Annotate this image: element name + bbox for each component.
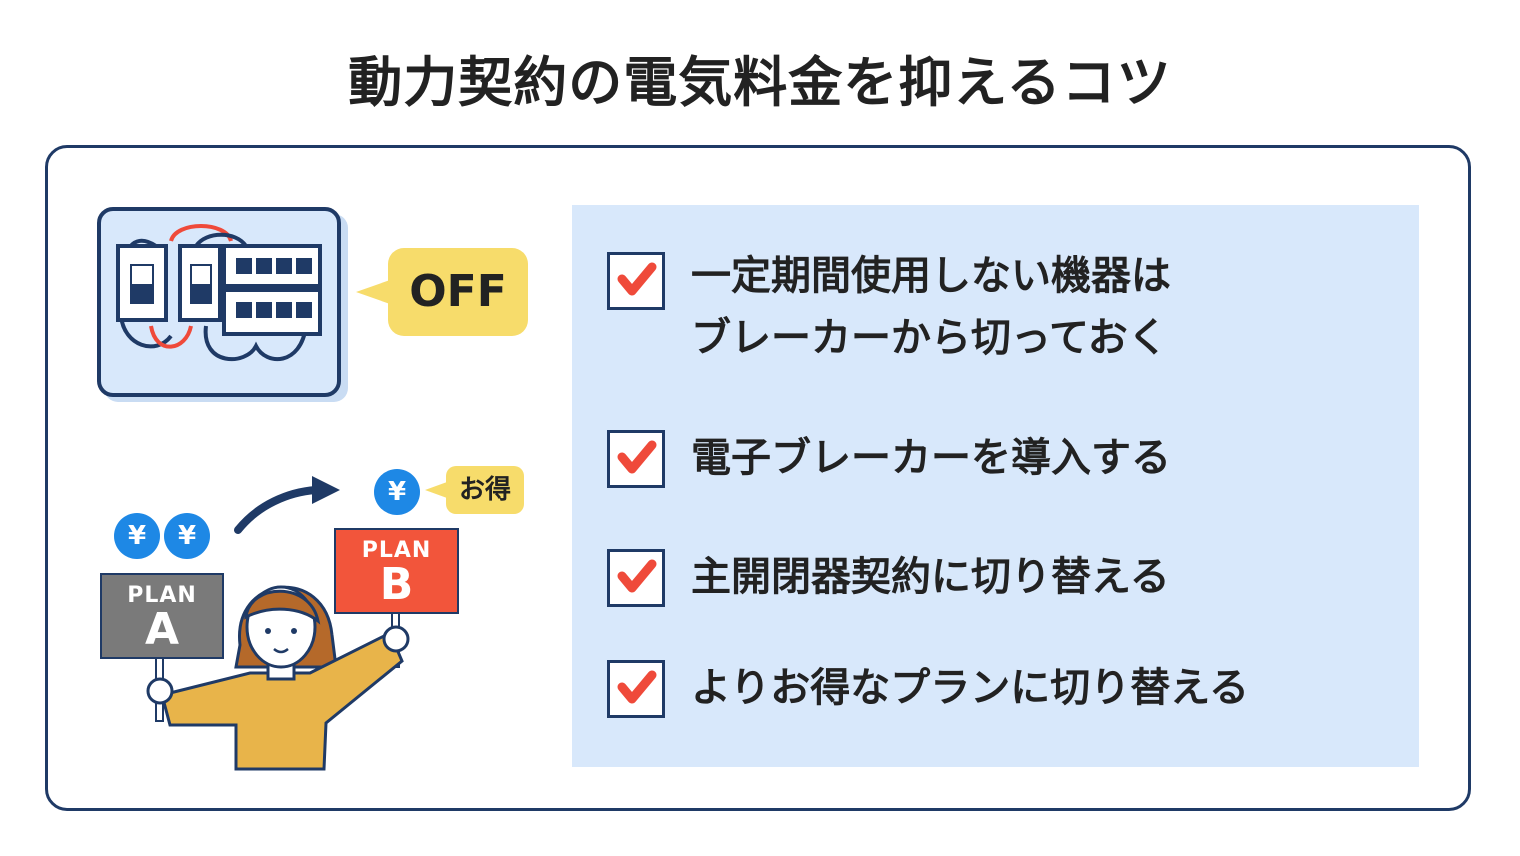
yen-coin-icon: ¥: [114, 513, 160, 559]
off-bubble-tail: [356, 280, 390, 304]
yen-coin-icon: ¥: [374, 469, 420, 515]
off-bubble: [388, 248, 528, 336]
check-icon: [607, 549, 665, 607]
check-icon: [607, 252, 665, 310]
savings-bubble-tail: [425, 482, 447, 498]
tip-text-line: よりお得なプランに切り替える: [691, 665, 1249, 711]
page-title: 動力契約の電気料金を抑えるコツ: [348, 51, 1172, 114]
check-icon: [607, 660, 665, 718]
plan-b-word: PLAN: [361, 538, 432, 563]
plan-a-sign: PLAN A: [100, 573, 224, 659]
tip-text-line: ブレーカーから切っておく: [691, 315, 1168, 361]
plan-a-word: PLAN: [127, 583, 197, 608]
arrow-icon: [234, 476, 340, 534]
off-label: OFF: [409, 266, 507, 317]
breaker-panel-icon: [97, 207, 348, 402]
tip-text-line: 一定期間使用しない機器は: [691, 253, 1171, 299]
plan-b-sign: PLAN B: [334, 528, 459, 614]
check-icon: [607, 430, 665, 488]
plan-a-letter: A: [144, 604, 180, 655]
tip-text-line: 電子ブレーカーを導入する: [691, 435, 1171, 481]
yen-coin-icon: ¥: [164, 513, 210, 559]
person-icon: [146, 585, 410, 771]
savings-bubble: お得: [446, 466, 524, 514]
plan-b-letter: B: [379, 559, 414, 610]
tips-panel: [572, 205, 1419, 767]
tip-text-line: 主開閉器契約に切り替える: [691, 554, 1170, 600]
